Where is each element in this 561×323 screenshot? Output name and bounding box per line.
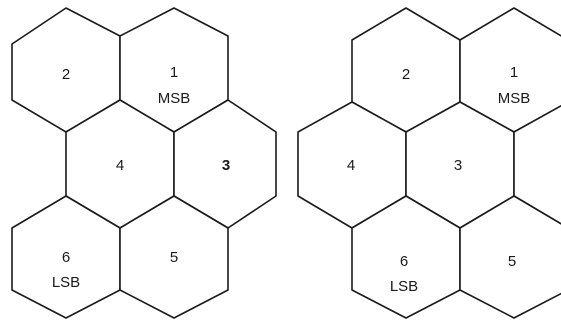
cell-number: 6 bbox=[62, 249, 70, 266]
cell-number: 1 bbox=[510, 64, 518, 81]
cell-number: 2 bbox=[402, 66, 410, 83]
left-hex-cell-5: 5 bbox=[119, 195, 229, 319]
left-hex-cell-6: 6 LSB bbox=[11, 195, 121, 319]
cell-number: 4 bbox=[347, 157, 355, 174]
left-hex-group: 2 1 MSB 4 3 6 LSB 5 bbox=[11, 7, 277, 319]
cell-number: 5 bbox=[508, 253, 516, 270]
cell-sublabel-msb: MSB bbox=[498, 90, 531, 107]
right-hex-cell-5: 5 bbox=[459, 195, 561, 319]
right-hex-group: 2 1 MSB 4 3 6 LSB 5 bbox=[297, 7, 561, 319]
cell-number: 1 bbox=[170, 64, 178, 81]
hexagon-shape bbox=[119, 195, 229, 319]
cell-number: 5 bbox=[170, 249, 178, 266]
cell-sublabel-msb: MSB bbox=[158, 90, 191, 107]
cell-number: 4 bbox=[116, 157, 124, 174]
cell-sublabel-lsb: LSB bbox=[390, 278, 418, 295]
hexagon-shape bbox=[459, 195, 561, 319]
cell-number: 2 bbox=[62, 66, 70, 83]
cell-number: 3 bbox=[454, 157, 462, 174]
cell-number: 3 bbox=[222, 157, 230, 174]
cell-sublabel-lsb: LSB bbox=[52, 274, 80, 291]
cell-number: 6 bbox=[400, 253, 408, 270]
